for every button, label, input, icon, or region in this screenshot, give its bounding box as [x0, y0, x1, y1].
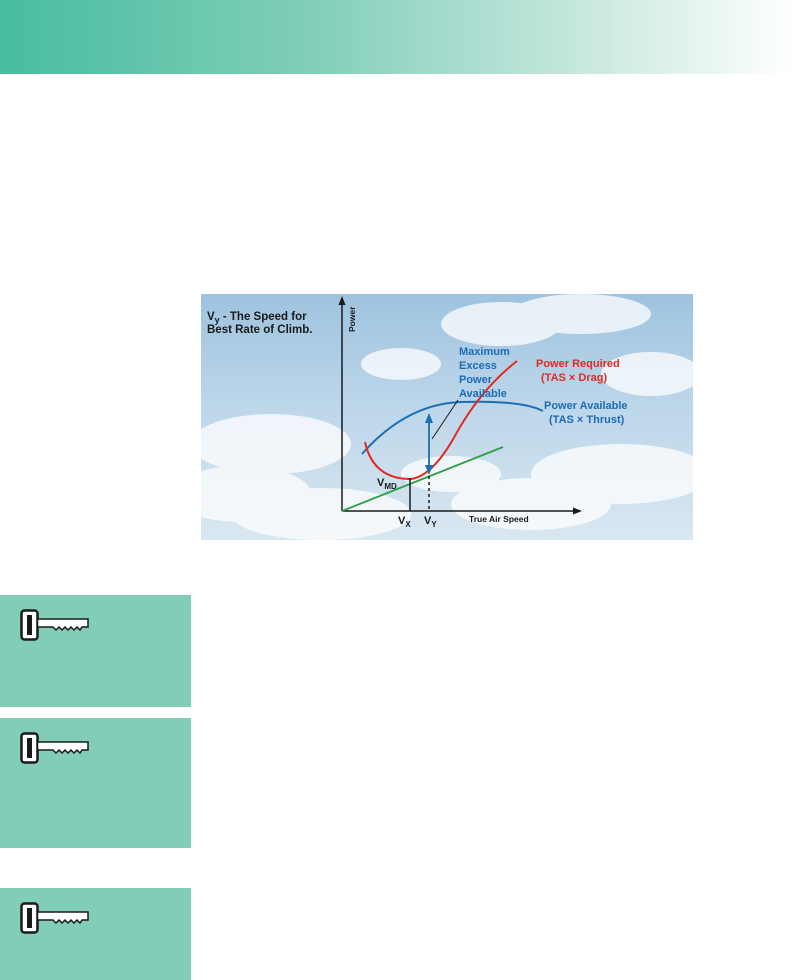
excess-leader-line	[431, 399, 459, 440]
svg-text:(TAS × Thrust): (TAS × Thrust)	[549, 414, 625, 426]
svg-text:Power Available: Power Available	[544, 400, 628, 412]
y-axis-arrow	[338, 296, 346, 305]
key-point-box	[0, 718, 191, 848]
svg-text:(TAS × Drag): (TAS × Drag)	[541, 372, 607, 384]
key-point-box	[0, 888, 191, 980]
svg-text:Excess: Excess	[459, 360, 497, 372]
excess-arrow-bottom	[425, 465, 433, 475]
vy-label: VY	[424, 515, 437, 529]
power-available-label: Power Available (TAS × Thrust)	[544, 400, 628, 426]
excess-arrow-top	[425, 413, 433, 423]
power-required-curve	[364, 360, 518, 481]
svg-text:Available: Available	[459, 388, 507, 400]
power-curves-diagram: Vy - The Speed for Best Rate of Climb. P…	[201, 294, 693, 540]
key-point-box	[0, 595, 191, 707]
power-available-curve	[361, 400, 544, 455]
tangent-line	[341, 446, 504, 512]
x-axis-label: True Air Speed	[469, 514, 529, 524]
figure-title: Vy - The Speed for	[207, 311, 307, 325]
x-axis-arrow	[573, 507, 582, 515]
excess-power-label: Maximum Excess Power Available	[459, 346, 510, 400]
figure-title-line2: Best Rate of Climb.	[207, 324, 312, 336]
svg-text:Power: Power	[459, 374, 493, 386]
header-band	[0, 0, 793, 74]
key-icon	[20, 902, 89, 934]
key-icon	[20, 732, 89, 764]
svg-text:Maximum: Maximum	[459, 346, 510, 358]
power-required-label: Power Required (TAS × Drag)	[536, 358, 620, 384]
key-icon	[20, 609, 89, 641]
svg-text:Power Required: Power Required	[536, 358, 620, 370]
vy-climb-figure: Vy - The Speed for Best Rate of Climb. P…	[201, 294, 693, 540]
y-axis-label: Power	[347, 306, 357, 332]
vx-label: VX	[398, 515, 411, 529]
vmd-label: VMD	[377, 477, 397, 491]
cloud-background	[201, 294, 693, 540]
